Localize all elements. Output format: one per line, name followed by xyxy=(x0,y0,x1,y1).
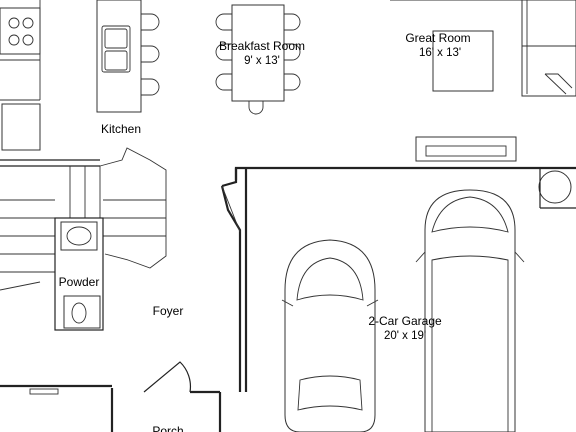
breakfast-room-dims: 9' x 13' xyxy=(244,55,280,67)
garage-dims: 20' x 19' xyxy=(384,330,426,342)
kitchen-island xyxy=(96,0,160,113)
refrigerator xyxy=(1,103,41,151)
powder-room-walls xyxy=(54,217,104,331)
suv xyxy=(415,189,525,432)
stairs xyxy=(0,147,167,291)
garage-label: 2-Car Garage xyxy=(368,314,442,328)
water-heater xyxy=(538,170,572,204)
great-room-dims: 16' x 13' xyxy=(419,47,461,59)
porch-label: Porch xyxy=(152,424,183,432)
fireplace xyxy=(415,136,517,162)
coffee-table xyxy=(432,30,494,92)
sectional-sofa xyxy=(390,0,576,97)
breakfast-room-label: Breakfast Room xyxy=(219,39,305,53)
foyer-label: Foyer xyxy=(153,304,184,318)
breakfast-table xyxy=(215,4,301,115)
powder-label: Powder xyxy=(59,275,100,289)
kitchen-label: Kitchen xyxy=(101,122,141,136)
stove xyxy=(0,7,41,55)
car xyxy=(281,239,379,432)
great-room-label: Great Room xyxy=(405,31,470,45)
